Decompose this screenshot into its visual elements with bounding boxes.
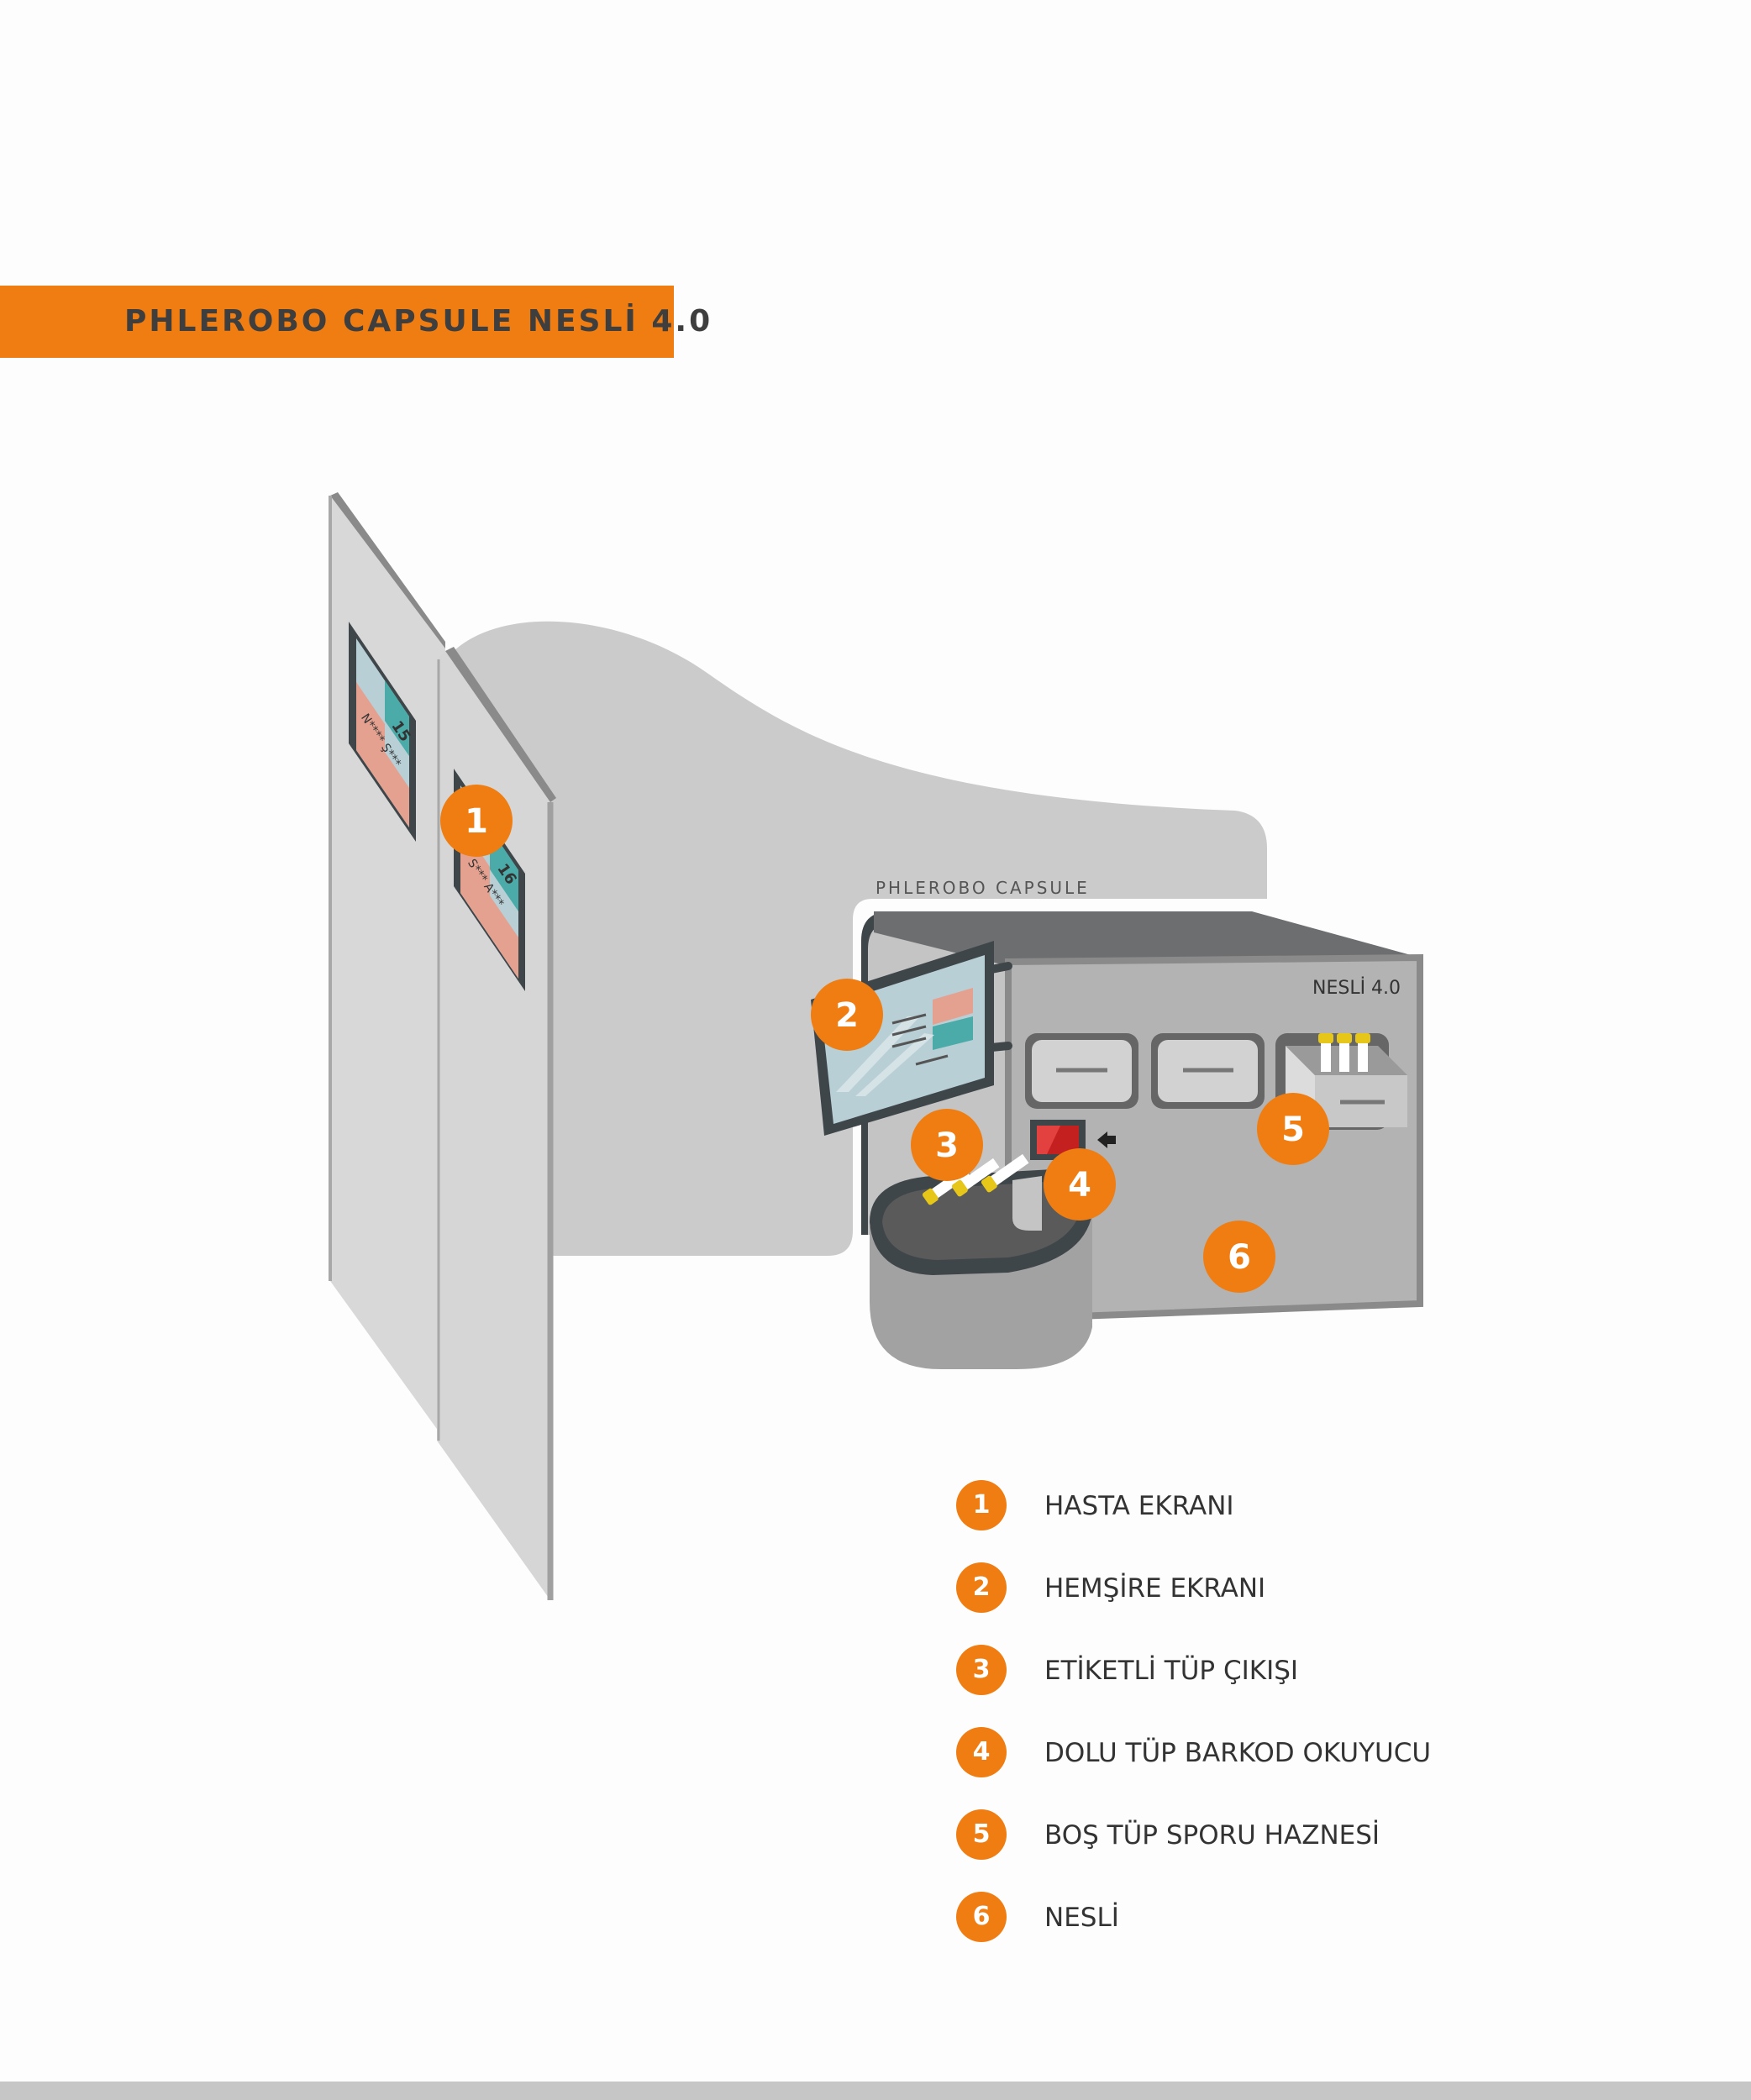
legend-item-nesli: 6 NESLİ <box>956 1892 1544 1944</box>
legend-item-dolu-tup-barkod-okuyucu: 4 DOLU TÜP BARKOD OKUYUCU <box>956 1727 1544 1779</box>
legend-badge: 4 <box>956 1727 1007 1777</box>
legend-item-bos-tup-sporu-haznesi: 5 BOŞ TÜP SPORU HAZNESİ <box>956 1809 1544 1861</box>
callout-6-number: 6 <box>1228 1238 1251 1277</box>
callout-6: 6 <box>1203 1221 1275 1293</box>
barcode-arrow-icon <box>1097 1131 1116 1148</box>
legend-badge: 3 <box>956 1645 1007 1695</box>
legend-label: ETİKETLİ TÜP ÇIKIŞI <box>1044 1656 1299 1686</box>
legend-badge: 5 <box>956 1809 1007 1860</box>
callout-4-number: 4 <box>1068 1166 1091 1205</box>
device-label: NESLİ 4.0 <box>1312 977 1401 999</box>
legend-label: DOLU TÜP BARKOD OKUYUCU <box>1044 1738 1432 1768</box>
callout-1: 1 <box>440 785 513 857</box>
footer-strip <box>0 2082 1751 2100</box>
back-partition-panel <box>329 492 445 1441</box>
nesli-device: NESLİ 4.0 <box>811 911 1423 1369</box>
page-title: PHLEROBO CAPSULE NESLİ 4.0 <box>124 304 713 339</box>
capsule-label: PHLEROBO CAPSULE <box>876 878 1090 898</box>
header-banner: PHLEROBO CAPSULE NESLİ 4.0 <box>0 286 710 358</box>
callout-3: 3 <box>911 1109 983 1181</box>
legend-label: HEMŞİRE EKRANI <box>1044 1573 1266 1604</box>
legend-item-hasta-ekrani: 1 HASTA EKRANI <box>956 1480 1544 1532</box>
legend-badge: 6 <box>956 1892 1007 1942</box>
drawer-left <box>1025 1033 1138 1109</box>
callout-1-number: 1 <box>465 802 488 841</box>
callout-5-number: 5 <box>1281 1110 1305 1149</box>
legend-item-hemsire-ekrani: 2 HEMŞİRE EKRANI <box>956 1562 1544 1614</box>
callout-3-number: 3 <box>935 1126 959 1165</box>
capsule-backdrop-wall <box>454 621 1267 1256</box>
legend-badge: 1 <box>956 1480 1007 1530</box>
drawer-middle <box>1151 1033 1265 1109</box>
legend-badge: 2 <box>956 1562 1007 1613</box>
callout-5: 5 <box>1257 1093 1329 1165</box>
legend-item-etiketli-tup-cikisi: 3 ETİKETLİ TÜP ÇIKIŞI <box>956 1645 1544 1697</box>
legend-label: BOŞ TÜP SPORU HAZNESİ <box>1044 1820 1380 1851</box>
callout-4: 4 <box>1044 1148 1116 1221</box>
legend-label: NESLİ <box>1044 1903 1119 1933</box>
callout-2: 2 <box>811 979 883 1051</box>
tube-outlet <box>870 1153 1096 1369</box>
empty-tubes <box>1318 1033 1370 1072</box>
legend-label: HASTA EKRANI <box>1044 1491 1234 1521</box>
callout-2-number: 2 <box>835 996 859 1035</box>
patient-screen-back: 15 N**** Ş*** <box>349 622 416 842</box>
